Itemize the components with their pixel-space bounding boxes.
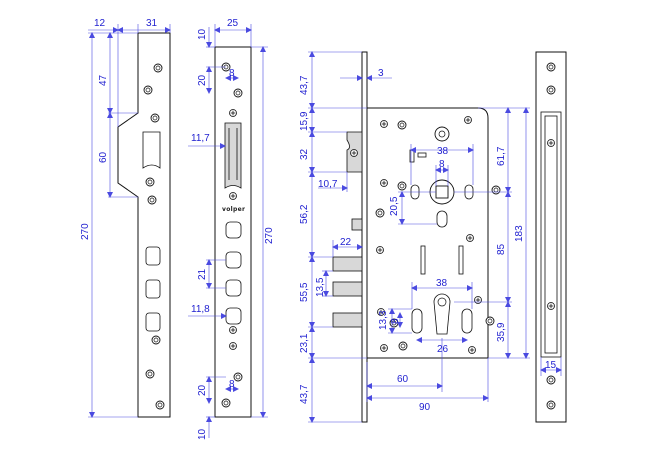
dim-lock-depth: 90 [419, 402, 431, 413]
dim-lock-bolt-pitch: 13,5 [315, 277, 326, 297]
dim-strike-keeper: 60 [98, 151, 109, 163]
dim-strike-top-offset: 12 [94, 18, 106, 29]
dim-faceplate-bottom-offset: 8 [229, 379, 235, 390]
dim-lock-latch-height: 32 [299, 148, 310, 160]
faceplate-view: volper 25 10 20 8 11,7 270 21 11,8 [188, 18, 275, 440]
lock-body-view: 43,7 15,9 32 56,2 55,5 23,1 43,7 13,5 3 … [299, 51, 530, 423]
dim-lock-upper: 15,9 [299, 111, 310, 131]
dim-lock-backset: 60 [397, 374, 409, 385]
dim-lock-cyl-c: 26 [437, 344, 449, 355]
lock-bolt-stop [351, 218, 363, 231]
lock-internal-slots [409, 149, 464, 275]
brand-label: volper [222, 206, 245, 213]
dim-faceplate-latch: 11,7 [191, 133, 210, 144]
dim-faceplate-hole-pitch: 20 [197, 74, 208, 86]
dim-faceplate-height: 270 [264, 227, 275, 244]
dim-faceplate-bolt-pitch: 21 [197, 268, 208, 280]
dim-lock-cyl-a: 13,3 [378, 310, 389, 330]
dim-lock-centre-dist: 85 [496, 243, 507, 255]
dim-strike-upper: 47 [98, 74, 109, 86]
dim-faceplate-bottom-pitch: 20 [197, 384, 208, 396]
dim-lock-cyl-to-bottom: 35,9 [496, 322, 507, 342]
side-plate-view: 15 [535, 51, 567, 423]
lock-front-plate [361, 51, 368, 423]
dim-strike-height: 270 [80, 223, 91, 240]
dim-lock-middle: 56,2 [299, 204, 310, 224]
dim-faceplate-hole-offset: 8 [229, 68, 235, 79]
dim-lock-spindle-v: 20,5 [389, 196, 400, 216]
dim-faceplate-width: 25 [227, 18, 239, 29]
dim-lock-spindle-to-top: 61,7 [496, 146, 507, 166]
lock-cylinder-cutout [411, 293, 473, 335]
strike-opening [142, 131, 161, 169]
dim-lock-backset-upper: 38 [437, 146, 449, 157]
strike-plate-view: 12 31 47 60 270 [80, 18, 171, 418]
dim-lock-bottom: 43,7 [299, 384, 310, 404]
dim-lock-bolts: 55,5 [299, 282, 310, 302]
dim-lock-cyl-b: 8 [390, 318, 401, 324]
dim-lock-body-height: 183 [514, 225, 525, 242]
dim-faceplate-bottom-margin: 10 [197, 428, 208, 440]
dim-lock-latch-proj: 10,7 [318, 179, 338, 190]
lock-latch-bolt [346, 131, 363, 173]
dim-faceplate-bolt-width: 11,8 [191, 304, 210, 315]
dim-lock-cyl-width: 38 [436, 278, 448, 289]
faceplate-latch [224, 122, 242, 189]
faceplate-outline [214, 46, 252, 418]
dim-lock-bolt-proj: 22 [340, 237, 352, 248]
dim-side-width: 15 [545, 360, 557, 371]
dim-lock-spindle: 8 [439, 159, 445, 170]
lock-dead-bolts [332, 256, 363, 328]
dim-strike-width: 31 [146, 18, 158, 29]
dim-lock-plate: 3 [378, 68, 384, 79]
dim-lock-lower: 23,1 [299, 333, 310, 353]
dim-faceplate-top-margin: 10 [197, 28, 208, 40]
strike-plate-bolt-slots [145, 246, 161, 332]
dim-lock-top: 43,7 [299, 75, 310, 95]
